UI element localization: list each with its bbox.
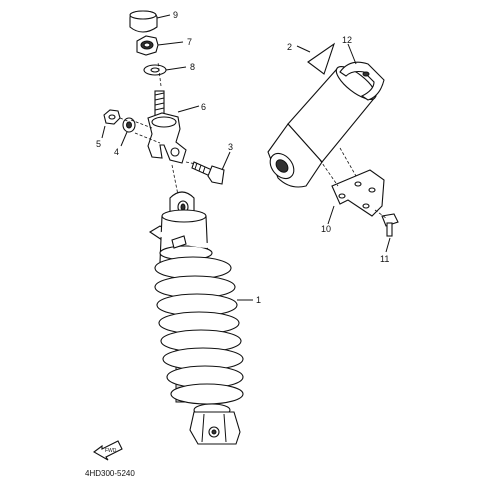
callout-1: 1 (256, 295, 261, 305)
reservoir (267, 66, 377, 188)
diagram-code: 4HD300-5240 (85, 469, 135, 478)
part-2-label (307, 42, 336, 75)
reservoir-hose (159, 183, 293, 249)
callout-5: 5 (96, 139, 101, 149)
part-1-rear-shock (148, 191, 244, 445)
callout-7: 7 (187, 37, 192, 47)
part-9-cap (129, 10, 158, 33)
callout-12: 12 (342, 35, 352, 45)
callout-8: 8 (190, 62, 195, 72)
part-8-washer (143, 64, 167, 76)
callout-3: 3 (228, 142, 233, 152)
callout-4: 4 (114, 147, 119, 157)
alignment-lines-right (319, 147, 387, 219)
part-4-washer (122, 117, 136, 133)
part-3-bolt (191, 161, 225, 185)
callout-labels: 9 7 8 6 5 4 3 1 2 12 10 11 (96, 10, 389, 305)
front-arrow-label: FWD (105, 448, 117, 454)
leader-lines (101, 14, 391, 301)
front-arrow-icon: FWD (93, 440, 123, 461)
alignment-lines-left (119, 61, 197, 196)
callout-6: 6 (201, 102, 206, 112)
part-5-nut (103, 109, 121, 125)
part-10-bracket (331, 169, 385, 217)
part-6-upper-mount (147, 90, 187, 164)
callout-11: 11 (380, 254, 389, 264)
callout-9: 9 (173, 10, 178, 20)
part-12-clamp-band (339, 61, 385, 101)
callout-10: 10 (321, 224, 331, 234)
callout-2: 2 (287, 42, 292, 52)
part-7-nut (136, 35, 159, 56)
part-11-bolt (381, 213, 399, 237)
